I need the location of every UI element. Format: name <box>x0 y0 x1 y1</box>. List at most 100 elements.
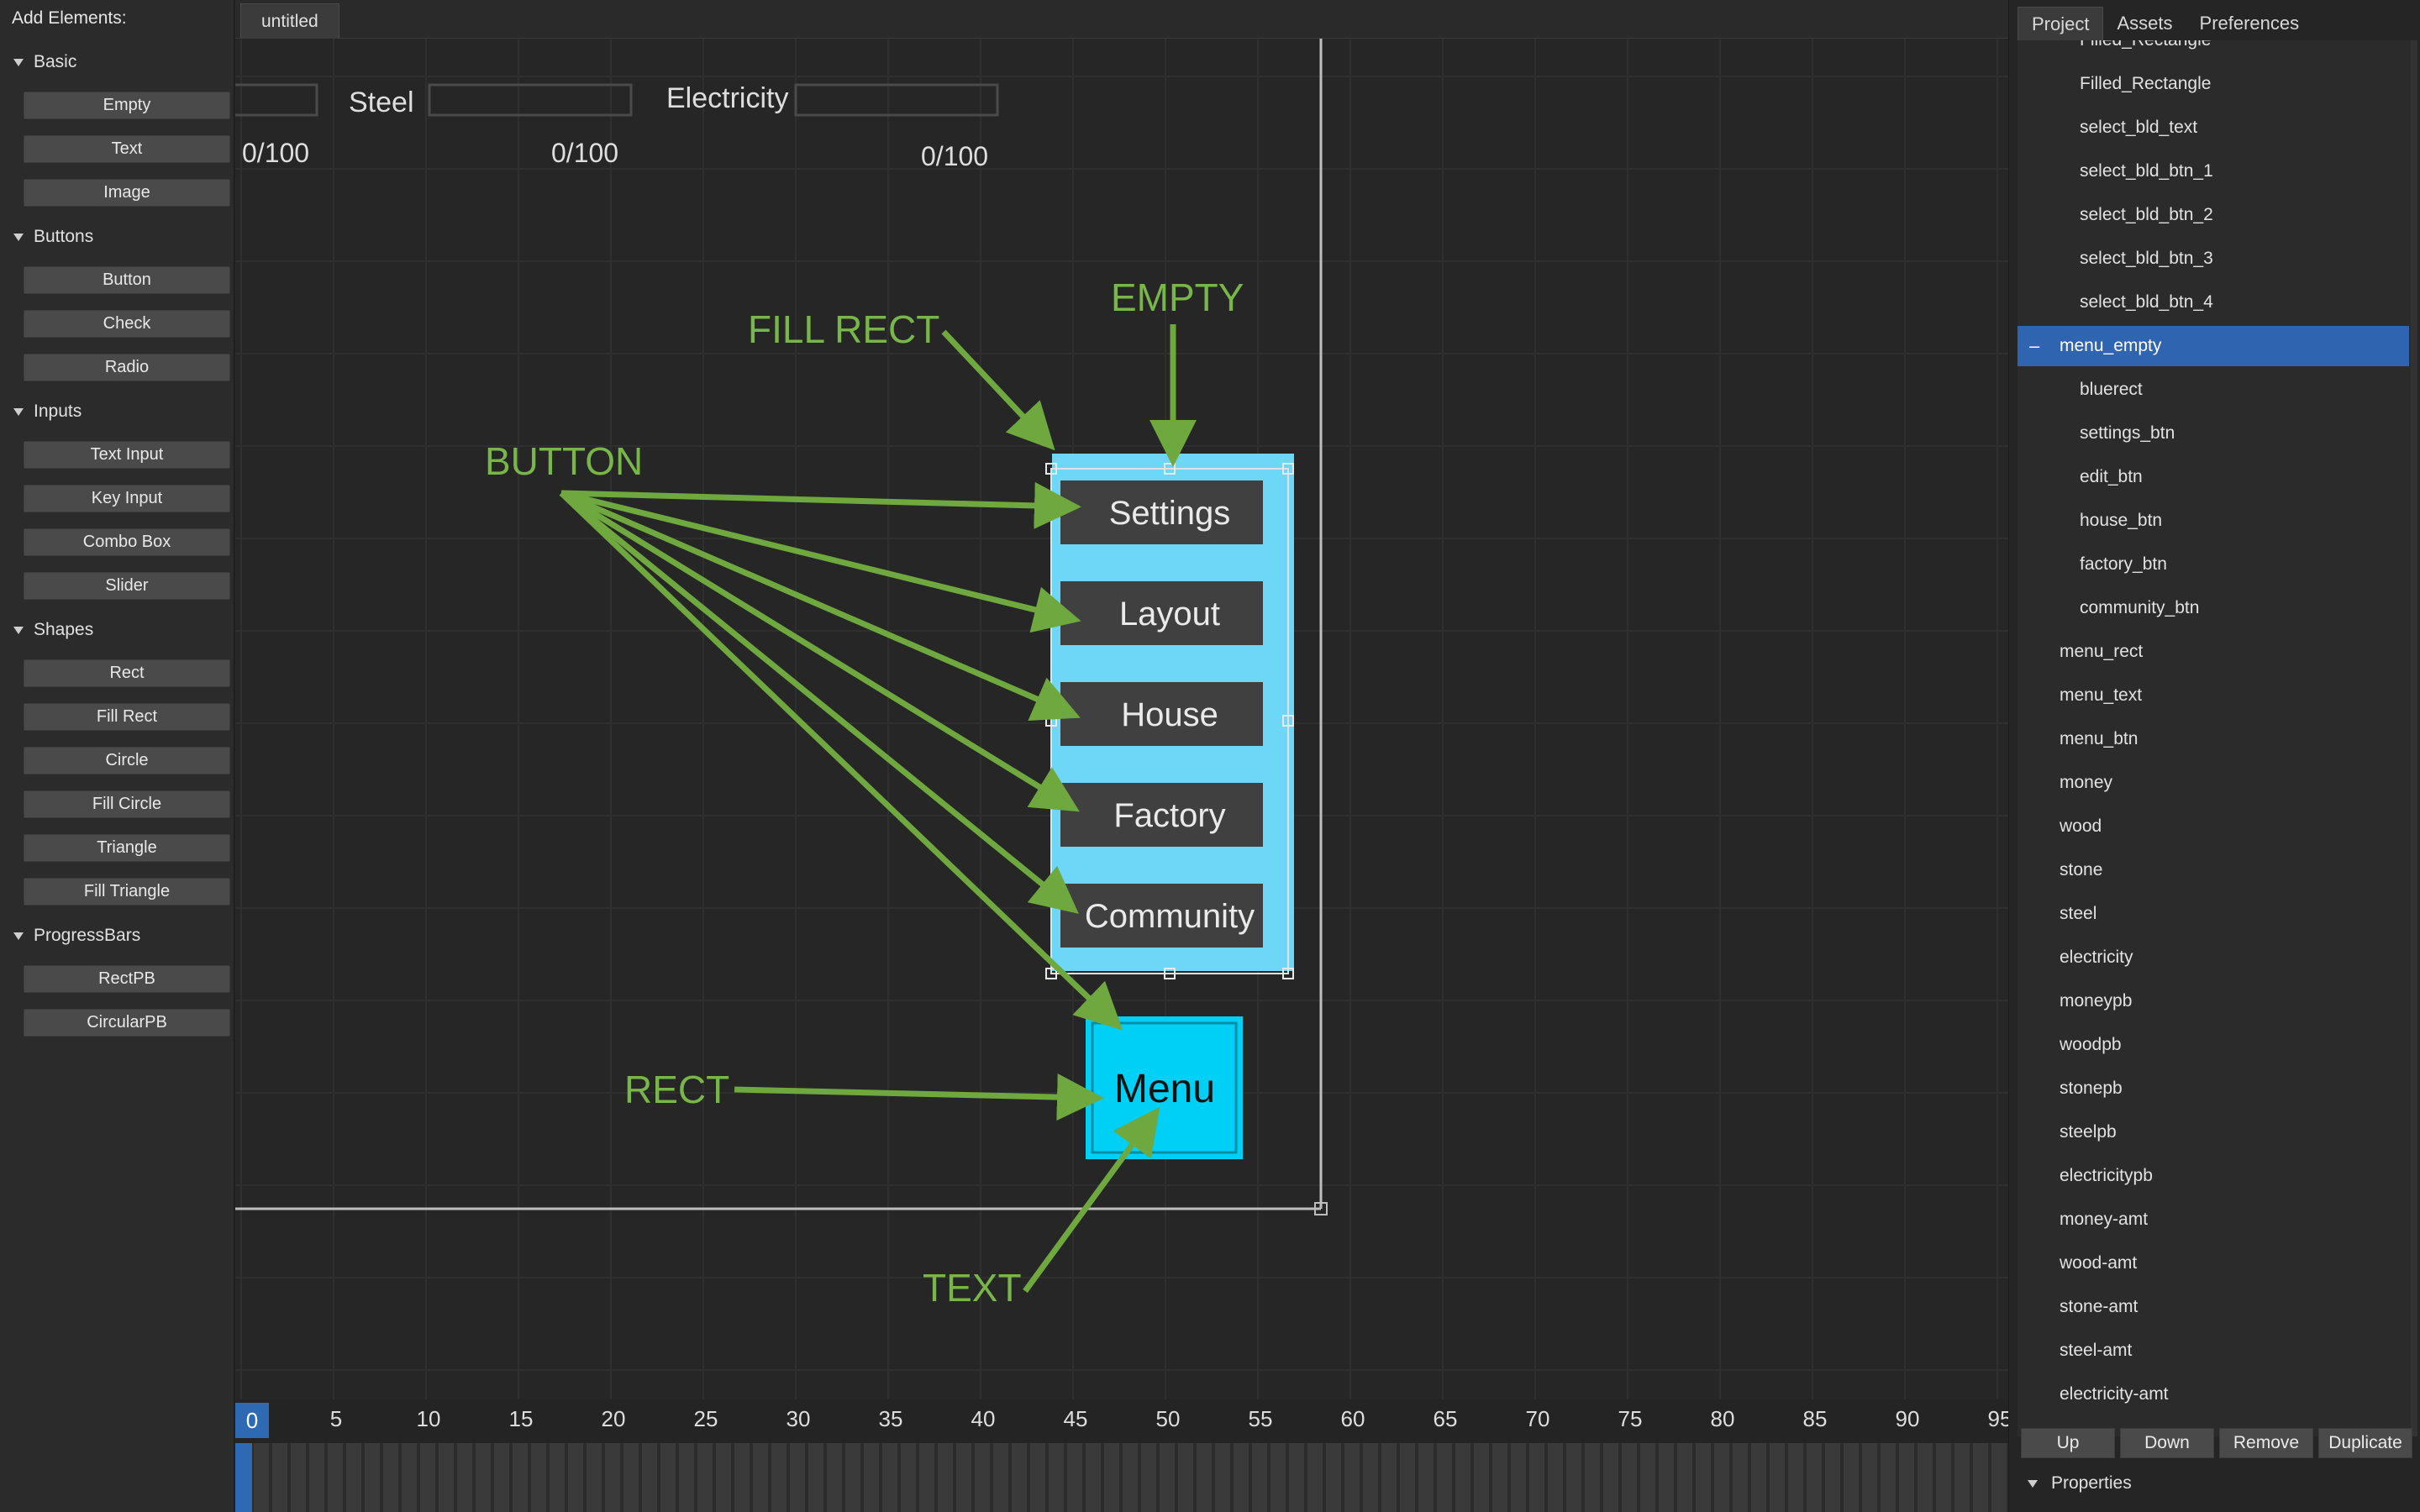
add-fill-triangle-button[interactable]: Fill Triangle <box>24 878 230 906</box>
timeline-track[interactable] <box>235 1443 2008 1512</box>
document-tab[interactable]: untitled <box>240 3 339 39</box>
tree-item[interactable]: electricity <box>2018 937 2409 978</box>
layout-button[interactable]: Layout <box>1060 581 1263 645</box>
add-triangle-button[interactable]: Triangle <box>24 834 230 862</box>
tree-item[interactable]: steelpb <box>2018 1112 2409 1152</box>
layout-button-label: Layout <box>1119 596 1220 633</box>
tree-item[interactable]: wood <box>2018 806 2409 847</box>
section-progressbars[interactable]: ProgressBars <box>13 926 140 946</box>
timeline-tick: 55 <box>1248 1406 1273 1431</box>
tree-item[interactable]: select_bld_btn_4 <box>2018 282 2409 323</box>
tab-assets[interactable]: Assets <box>2117 13 2173 34</box>
tree-item-label: select_bld_btn_1 <box>2080 161 2213 181</box>
tree-item-label: woodpb <box>2060 1035 2122 1054</box>
amount-text: 0/100 <box>242 138 309 168</box>
timeline-tick: 65 <box>1433 1406 1458 1431</box>
up-button[interactable]: Up <box>2021 1428 2115 1458</box>
design-canvas[interactable]: Steel Electricity 0/100 0/100 0/100 <box>235 39 2008 1399</box>
tree-item[interactable]: steel <box>2018 894 2409 934</box>
tree-item[interactable]: money-amt <box>2018 1200 2409 1240</box>
expand-triangle-icon <box>13 626 24 634</box>
resize-handle[interactable] <box>1314 1202 1328 1215</box>
remove-button[interactable]: Remove <box>2219 1428 2313 1458</box>
tree-item[interactable]: woodpb <box>2018 1025 2409 1065</box>
tree-item[interactable]: edit_btn <box>2018 457 2409 497</box>
add-rect-button[interactable]: Rect <box>24 659 230 687</box>
timeline-tick: 25 <box>693 1406 718 1431</box>
tree-item-label: menu_btn <box>2060 729 2139 748</box>
add-circle-button[interactable]: Circle <box>24 747 230 774</box>
tree-item[interactable]: factory_btn <box>2018 544 2409 585</box>
project-panel-tabs: Project Assets Preferences <box>2018 7 2312 40</box>
timeline-tick: 90 <box>1895 1406 1920 1431</box>
tree-item-label: community_btn <box>2080 598 2200 617</box>
tree-item[interactable]: community_btn <box>2018 588 2409 628</box>
tree-item[interactable]: steel-amt <box>2018 1331 2409 1371</box>
tree-item[interactable]: select_bld_btn_3 <box>2018 239 2409 279</box>
tree-item[interactable]: stone-amt <box>2018 1287 2409 1327</box>
house-button[interactable]: House <box>1060 682 1263 746</box>
tree-item[interactable]: money <box>2018 763 2409 803</box>
tree-item[interactable]: settings_btn <box>2018 413 2409 454</box>
tree-item[interactable]: –menu_empty <box>2018 326 2409 366</box>
tree-item[interactable]: select_bld_text <box>2018 108 2409 148</box>
properties-section[interactable]: Properties <box>2028 1473 2132 1494</box>
community-button[interactable]: Community <box>1060 884 1263 948</box>
tree-item[interactable]: Filled_Rectangle <box>2018 64 2409 104</box>
tree-item[interactable]: house_btn <box>2018 501 2409 541</box>
menu-button[interactable]: Menu <box>1086 1016 1243 1159</box>
add-text-button[interactable]: Text <box>24 135 230 163</box>
add-fill-rect-button[interactable]: Fill Rect <box>24 703 230 731</box>
factory-button[interactable]: Factory <box>1060 783 1263 847</box>
collapse-icon[interactable]: – <box>2029 335 2040 356</box>
tree-item[interactable]: electricity-amt <box>2018 1374 2409 1415</box>
add-empty-button[interactable]: Empty <box>24 92 230 119</box>
timeline-current-frame[interactable]: 0 <box>235 1403 269 1438</box>
tree-item[interactable]: bluerect <box>2018 370 2409 410</box>
tree-item[interactable]: stone <box>2018 850 2409 890</box>
add-check-button[interactable]: Check <box>24 310 230 338</box>
tree-item[interactable]: Filled_Rectangle <box>2018 40 2409 60</box>
add-elements-title: Add Elements: <box>12 8 127 28</box>
tree-item-label: money-amt <box>2060 1210 2149 1229</box>
tab-preferences[interactable]: Preferences <box>2199 13 2300 34</box>
add-text-input-button[interactable]: Text Input <box>24 441 230 469</box>
tree-scrollbar[interactable] <box>2411 40 2417 1436</box>
tree-item[interactable]: menu_btn <box>2018 719 2409 759</box>
add-button-button[interactable]: Button <box>24 266 230 294</box>
add-combo-box-button[interactable]: Combo Box <box>24 528 230 556</box>
add-key-input-button[interactable]: Key Input <box>24 485 230 512</box>
tree-item[interactable]: stonepb <box>2018 1068 2409 1109</box>
settings-button[interactable]: Settings <box>1060 480 1263 544</box>
add-image-button[interactable]: Image <box>24 179 230 207</box>
down-button[interactable]: Down <box>2120 1428 2214 1458</box>
project-tree: Filled_RectangleFilled_Rectangleselect_b… <box>2018 40 2417 1436</box>
tree-item[interactable]: menu_text <box>2018 675 2409 716</box>
section-label: Buttons <box>34 227 94 246</box>
section-inputs[interactable]: Inputs <box>13 402 82 422</box>
tree-item[interactable]: select_bld_btn_2 <box>2018 195 2409 235</box>
add-fill-circle-button[interactable]: Fill Circle <box>24 790 230 818</box>
tree-item[interactable]: menu_rect <box>2018 632 2409 672</box>
tab-project[interactable]: Project <box>2018 7 2104 40</box>
section-basic[interactable]: Basic <box>13 52 76 72</box>
tree-item-label: edit_btn <box>2080 467 2143 486</box>
expand-triangle-icon <box>13 233 24 241</box>
project-panel: Project Assets Preferences Filled_Rectan… <box>2008 0 2420 1512</box>
add-circularpb-button[interactable]: CircularPB <box>24 1009 230 1037</box>
add-radio-button[interactable]: Radio <box>24 354 230 381</box>
tree-item[interactable]: electricitypb <box>2018 1156 2409 1196</box>
add-rectpb-button[interactable]: RectPB <box>24 965 230 993</box>
tree-item[interactable]: select_bld_btn_1 <box>2018 151 2409 192</box>
tree-item-label: select_bld_btn_3 <box>2080 249 2213 268</box>
timeline-selected-frame[interactable] <box>235 1443 252 1512</box>
section-buttons[interactable]: Buttons <box>13 227 93 247</box>
section-shapes[interactable]: Shapes <box>13 620 93 640</box>
tree-item[interactable]: wood-amt <box>2018 1243 2409 1284</box>
add-slider-button[interactable]: Slider <box>24 572 230 600</box>
selection-handles[interactable] <box>1045 463 1294 979</box>
tree-item[interactable]: moneypb <box>2018 981 2409 1021</box>
timeline-tick: 75 <box>1618 1406 1643 1431</box>
duplicate-button[interactable]: Duplicate <box>2318 1428 2412 1458</box>
